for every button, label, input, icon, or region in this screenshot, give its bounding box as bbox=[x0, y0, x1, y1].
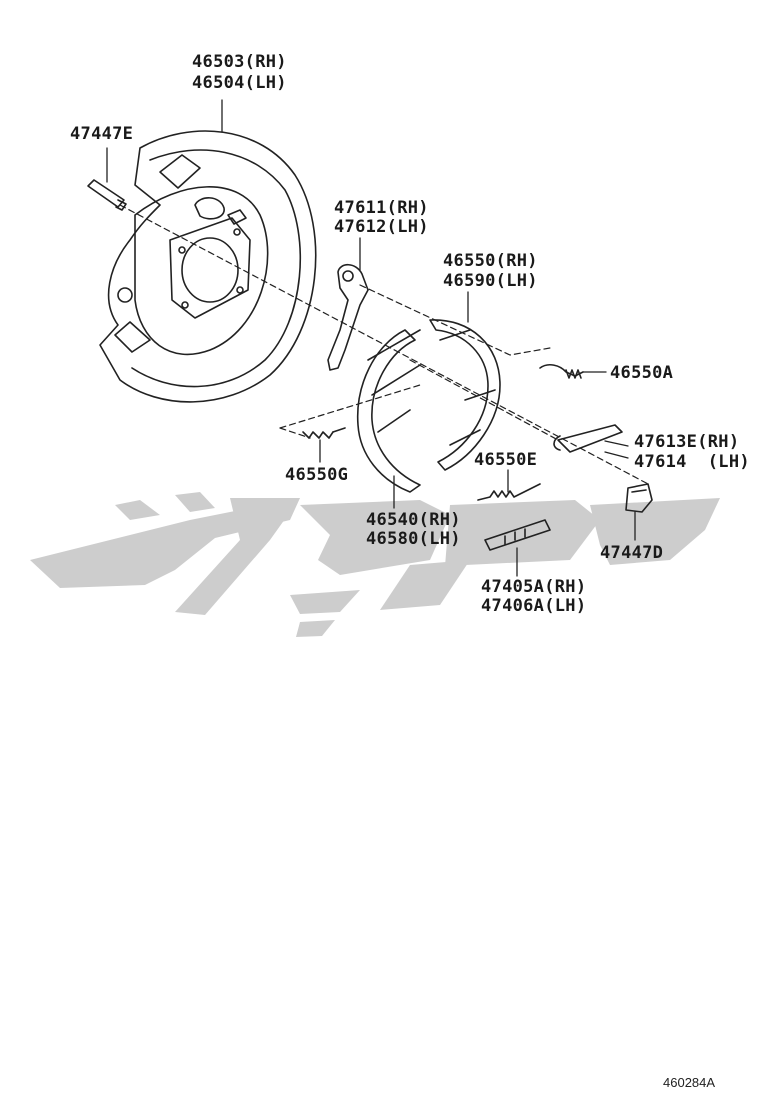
rear-shoe bbox=[429, 319, 501, 471]
spring-a-label: 46550A bbox=[610, 363, 674, 383]
leader-lines bbox=[106, 99, 636, 577]
strut-lh-label: 47614 (LH) bbox=[634, 452, 750, 472]
strut-rh-label: 47613E(RH) bbox=[634, 432, 740, 452]
spring-g bbox=[302, 427, 346, 439]
plug-part bbox=[625, 483, 653, 513]
bolt-label: 47447E bbox=[70, 124, 134, 144]
diagram-code: 460284A bbox=[663, 1075, 716, 1090]
spring-g-label: 46550G bbox=[285, 465, 349, 485]
backing-plate-lh-label: 46504(LH) bbox=[192, 73, 287, 93]
rear-shoe-lh-label: 46590(LH) bbox=[443, 271, 538, 291]
assembly-lines bbox=[119, 204, 651, 486]
spring-e bbox=[477, 483, 541, 501]
adjuster-lh-label: 47406A(LH) bbox=[481, 596, 587, 616]
lever-rh-label: 47611(RH) bbox=[334, 198, 429, 218]
adjuster-rh-label: 47405A(RH) bbox=[481, 577, 587, 597]
front-shoe-lh-label: 46580(LH) bbox=[366, 529, 461, 549]
lever-lh-label: 47612(LH) bbox=[334, 217, 429, 237]
front-shoe-rh-label: 46540(RH) bbox=[366, 510, 461, 530]
watermark-logo bbox=[30, 492, 720, 637]
spring-e-label: 46550E bbox=[474, 450, 538, 470]
adjuster-part bbox=[484, 519, 551, 551]
rear-shoe-rh-label: 46550(RH) bbox=[443, 251, 538, 271]
backing-plate bbox=[99, 130, 317, 403]
plug-label: 47447D bbox=[600, 543, 664, 563]
backing-plate-rh-label: 46503(RH) bbox=[192, 52, 287, 72]
spring-a bbox=[539, 363, 584, 379]
front-shoe bbox=[356, 329, 421, 493]
parking-lever bbox=[327, 263, 369, 371]
strut-part bbox=[553, 424, 623, 453]
